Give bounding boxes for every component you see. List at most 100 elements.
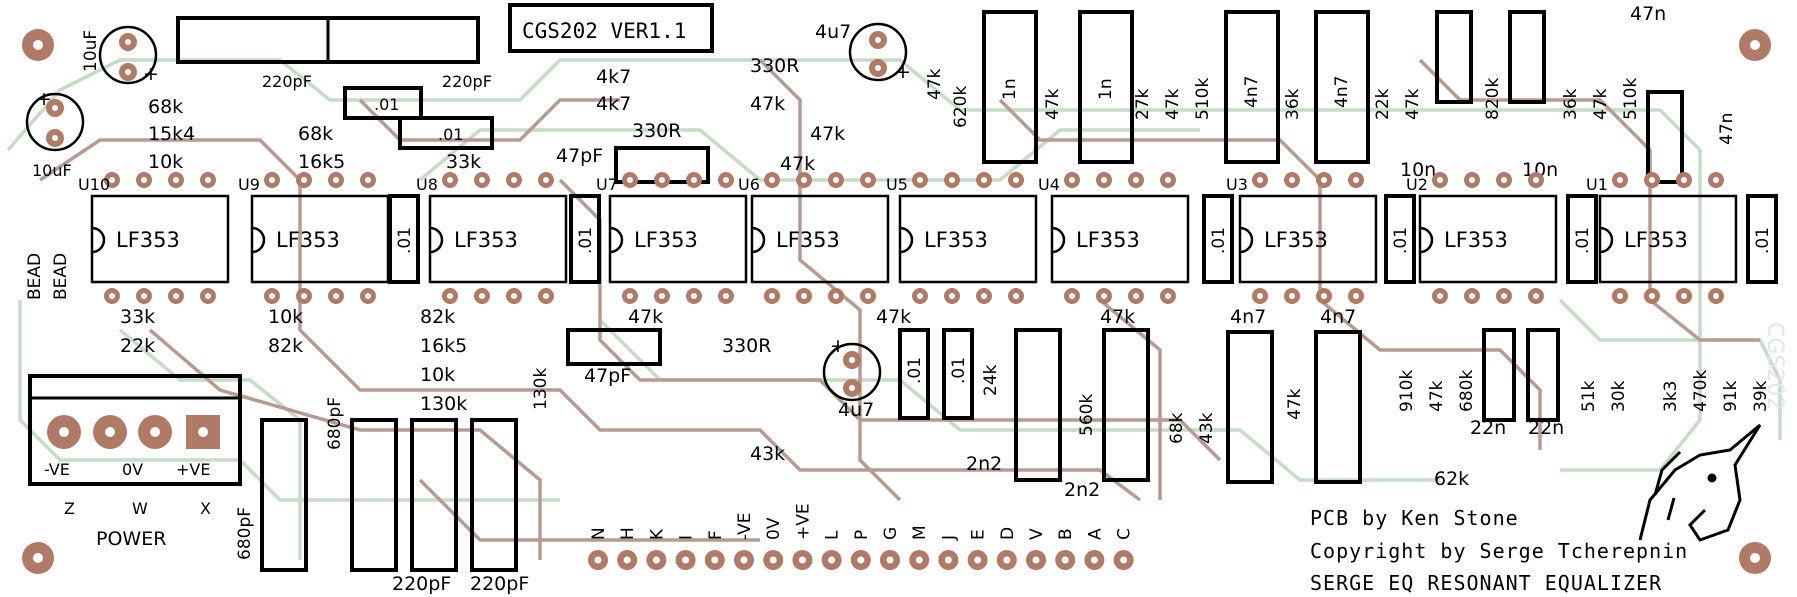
resistor-labels-mid-top: 4k7 4k7 330R 47k 330R 47k 47k 47pF <box>556 55 845 184</box>
connector-pin: H <box>617 527 638 570</box>
svg-text:47k: 47k <box>876 306 911 328</box>
connector-pin-label: 0V <box>764 517 784 540</box>
svg-text:4n7: 4n7 <box>1320 306 1356 328</box>
connector-pin-label: K <box>647 528 667 540</box>
power-label: POWER <box>96 528 166 550</box>
svg-text:.01: .01 <box>1391 227 1411 254</box>
connector-pin: G <box>880 527 901 570</box>
connector-pin: N <box>588 527 609 570</box>
bead-labels: BEAD BEAD <box>25 253 71 300</box>
connector-pin-label: +VE <box>793 503 813 540</box>
svg-text:.01: .01 <box>438 125 463 144</box>
svg-text:.01: .01 <box>395 227 415 254</box>
product-name: SERGE EQ RESONANT EQUALIZER <box>1310 571 1662 595</box>
svg-text:27k: 27k <box>1133 88 1153 120</box>
svg-text:330R: 330R <box>632 120 681 142</box>
svg-text:3k3: 3k3 <box>1661 381 1681 412</box>
svg-text:220pF: 220pF <box>262 72 312 91</box>
resistor-labels-left: 68k 15k4 10k 68k 16k5 33k <box>148 96 481 173</box>
ic-ref-label: U3 <box>1226 175 1248 194</box>
svg-text:16k5: 16k5 <box>420 335 467 357</box>
electrolytic-cap-c3: 4u7 + <box>815 21 911 83</box>
ic-part-label: LF353 <box>1264 228 1328 252</box>
svg-text:4u7: 4u7 <box>815 21 851 43</box>
svg-text:330R: 330R <box>722 335 771 357</box>
svg-text:10uF: 10uF <box>81 30 101 72</box>
connector-pin-label: N <box>589 527 609 540</box>
svg-text:1n: 1n <box>1096 78 1116 100</box>
svg-text:220pF: 220pF <box>470 573 529 595</box>
svg-text:47k: 47k <box>1043 88 1063 120</box>
svg-text:47k: 47k <box>1403 88 1423 120</box>
svg-text:2n2: 2n2 <box>1064 479 1100 501</box>
ic-ref-label: U8 <box>416 175 438 194</box>
svg-text:Z: Z <box>64 499 75 518</box>
connector-pin: J <box>938 535 959 570</box>
svg-text:820k: 820k <box>1483 78 1503 120</box>
connector-pin-label: I <box>677 535 697 540</box>
svg-text:82k: 82k <box>420 306 455 328</box>
components-mid-lower: 47pF 47k 330R 47k 47k 43k 4u7 + <box>566 306 1135 465</box>
svg-text:510k: 510k <box>1193 78 1213 120</box>
connector-pin-label: -VE <box>735 512 755 540</box>
connector-pin: 0V <box>763 517 784 570</box>
svg-text:4k7: 4k7 <box>596 66 631 88</box>
top-right-components: 1n 1n 4n7 4n7 47n 47n 10n 10n 620k 47k 4… <box>925 3 1737 184</box>
ic-part-label: LF353 <box>1444 228 1508 252</box>
svg-text:47k: 47k <box>1427 380 1447 412</box>
svg-text:47n: 47n <box>1630 3 1666 25</box>
decoupling-caps-row: .01 .01 .01 .01 .01 .01 <box>388 194 1778 284</box>
svg-text:68k: 68k <box>298 123 333 145</box>
svg-text:82k: 82k <box>268 335 303 357</box>
svg-text:47k: 47k <box>780 153 815 175</box>
ic-ref-label: U6 <box>738 175 760 194</box>
svg-text:680pF: 680pF <box>325 397 345 450</box>
electrolytic-cap-c1: 10uF + <box>81 25 159 85</box>
board-title: CGS202 VER1.1 <box>522 19 686 43</box>
svg-text:22k: 22k <box>120 335 155 357</box>
svg-text:24k: 24k <box>981 364 1001 396</box>
ic-part-label: LF353 <box>454 228 518 252</box>
svg-text:10k: 10k <box>148 151 183 173</box>
svg-text:330R: 330R <box>750 55 799 77</box>
power-terminal-zero: 0V <box>122 460 143 479</box>
svg-text:4n7: 4n7 <box>1242 76 1262 108</box>
ic-row: LF353U10LF353U9LF353U8LF353U7LF353U6LF35… <box>78 172 1738 304</box>
connector-pin: -VE <box>734 512 755 570</box>
svg-text:.01: .01 <box>374 95 399 114</box>
svg-text:68k: 68k <box>1167 412 1187 444</box>
svg-text:+: + <box>895 61 911 83</box>
connector-pin-label: C <box>1115 528 1135 540</box>
svg-text:47k: 47k <box>1100 306 1135 328</box>
svg-text:47k: 47k <box>750 93 785 115</box>
cap-strip-top: 220pF 220pF <box>176 16 492 91</box>
svg-text:22k: 22k <box>1373 88 1393 120</box>
connector-pin-label: J <box>939 535 959 541</box>
ic-ref-label: U10 <box>78 175 110 194</box>
svg-text:560k: 560k <box>1077 394 1097 436</box>
svg-text:4u7: 4u7 <box>838 399 874 421</box>
connector-pin-label: M <box>910 525 930 540</box>
svg-text:.01: .01 <box>1573 227 1593 254</box>
ic-ref-label: U9 <box>238 175 260 194</box>
ic-part-label: LF353 <box>924 228 988 252</box>
svg-text:51k: 51k <box>1579 380 1599 412</box>
svg-text:470k: 470k <box>1691 370 1711 412</box>
connector-pin: C <box>1113 528 1135 570</box>
svg-text:+: + <box>36 88 52 110</box>
svg-text:15k4: 15k4 <box>148 123 195 145</box>
power-connector: -VE 0V +VE Z W X POWER <box>28 374 242 550</box>
svg-text:47n: 47n <box>1717 113 1737 145</box>
connector-pin-label: L <box>823 530 843 540</box>
lower-cap-strips: 680pF 680pF 220pF 220pF <box>235 397 529 595</box>
svg-text:220pF: 220pF <box>442 72 492 91</box>
svg-text:33k: 33k <box>120 306 155 328</box>
side-text: CGS202 <box>1762 322 1787 410</box>
